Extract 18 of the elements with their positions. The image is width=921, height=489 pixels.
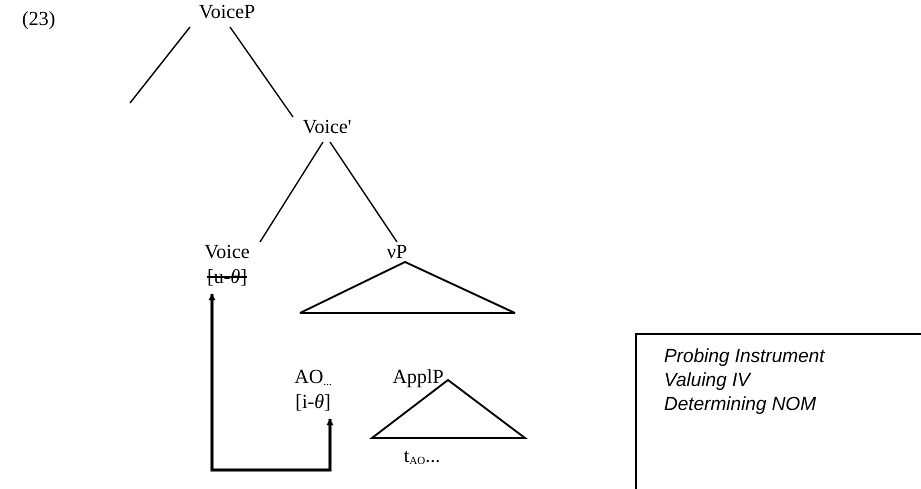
node-label: VoiceP [198,0,256,25]
tree-branch [259,142,324,242]
tree-branch [329,142,398,242]
node-label: νP [386,240,408,265]
node-label: Valuing IV [664,369,752,393]
tree-branch [129,26,191,104]
tree-branch [229,26,294,118]
note-box [635,333,921,489]
node-label: [i-θ] [295,390,331,415]
node-label: AO$_{...}$ [294,365,332,390]
example-number: (23) [22,8,56,31]
node-label: Determining NOM [664,393,818,417]
node-label: t$_{AO}$... [404,444,440,469]
node-label: Voice [204,240,250,265]
arrow [208,293,334,472]
node-label: Voice' [302,115,352,140]
node-label: Probing Instrument [664,345,826,369]
node-label: ApplP [392,365,444,390]
